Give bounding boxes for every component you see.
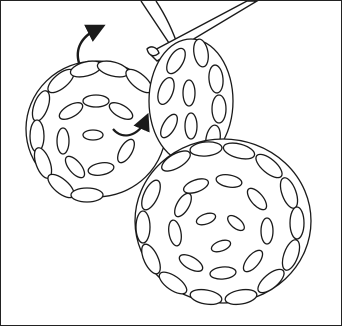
motif-left: [26, 58, 166, 202]
motif-right: [135, 139, 311, 307]
direction-arrow-icon: [78, 29, 97, 63]
